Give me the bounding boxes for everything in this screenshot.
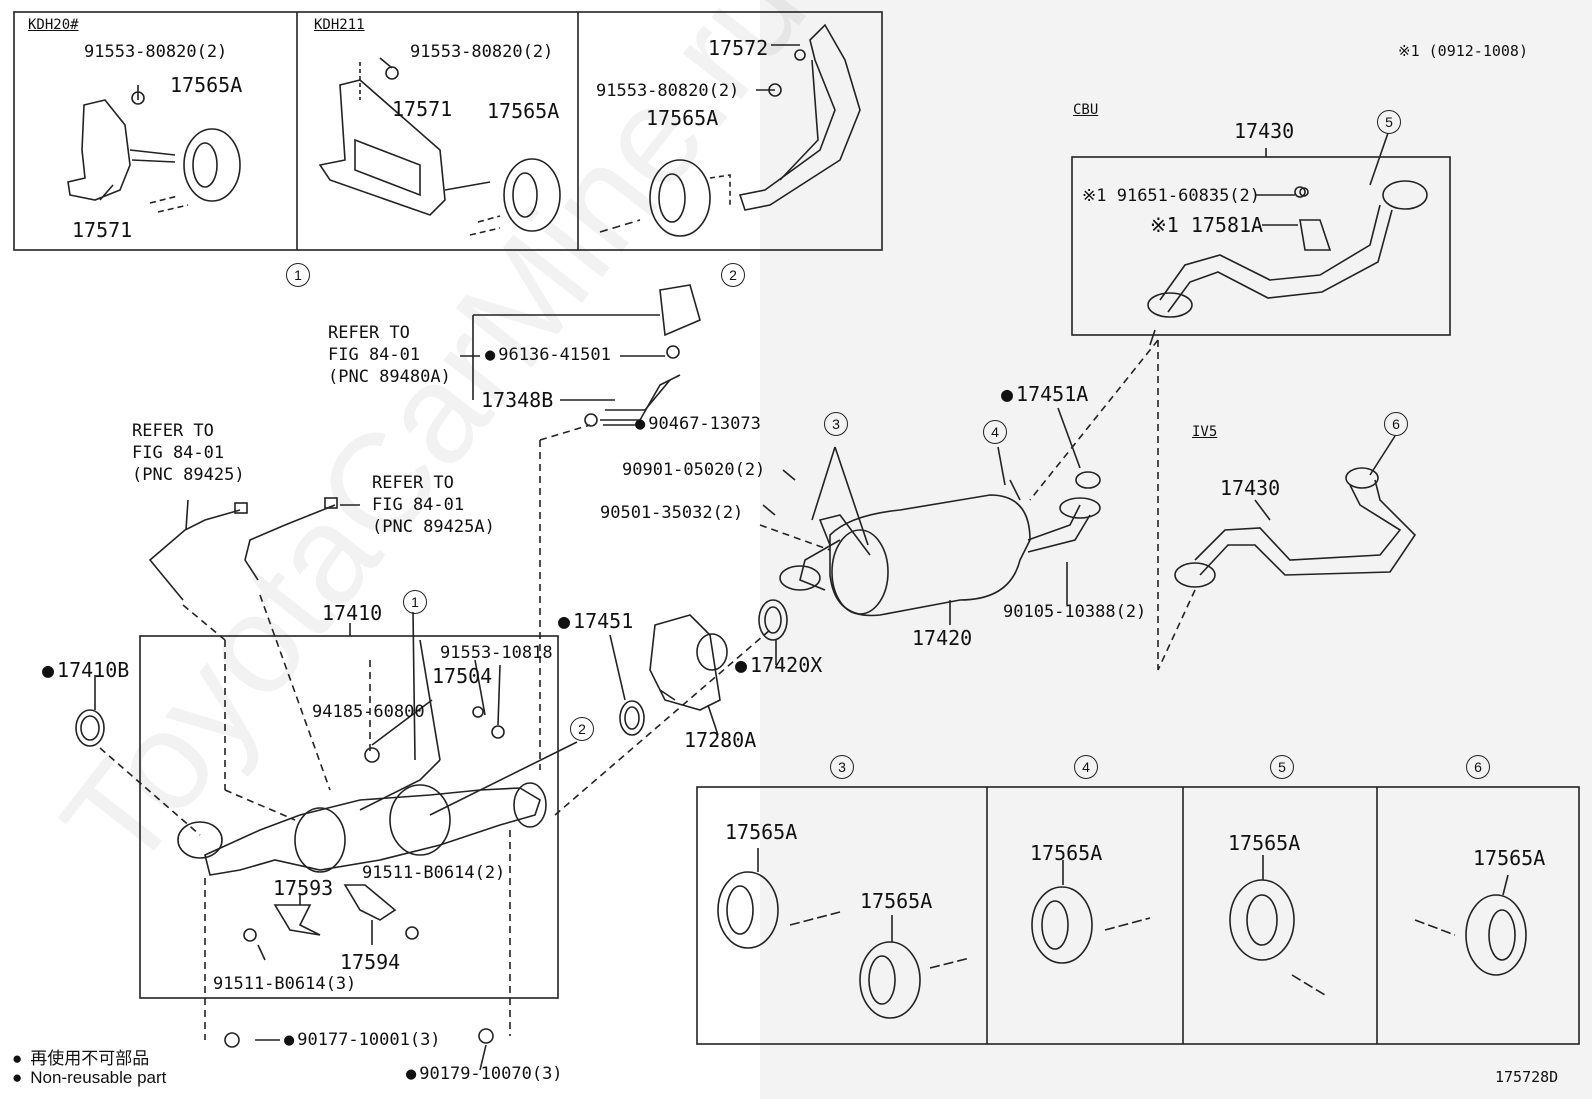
callout-circle-1-main: 1	[403, 590, 427, 614]
legend-en: ● Non-reusable part	[12, 1068, 166, 1088]
panel-circle-6: 6	[1466, 755, 1490, 779]
insulator-17594	[343, 884, 397, 921]
gasket-17410b-label: 17410B	[42, 660, 129, 680]
sensor-wire-2	[244, 504, 336, 581]
insulator-17593	[273, 904, 321, 936]
refer1-line2: FIG 84-01	[328, 345, 421, 365]
iv5-header: IV5	[1192, 424, 1218, 440]
gasket-17451-label: 17451	[558, 611, 633, 631]
cbu-header: CBU	[1073, 102, 1099, 118]
cbu-frame	[1071, 156, 1451, 336]
kdh20-header: KDH20#	[28, 17, 79, 33]
bolt-91553-label: 91553-10818	[440, 643, 553, 663]
callout-circle-2-main: 2	[570, 717, 594, 741]
inset2-bracket-label: 17572	[708, 36, 769, 60]
gasket-17451a	[1075, 471, 1101, 489]
panel3-hanger-b-label: 17565A	[860, 889, 933, 913]
converter-17410	[177, 639, 547, 876]
gasket-17420x	[758, 599, 788, 641]
cbu-pipe	[1147, 180, 1428, 346]
clamp-90467-label: 90467-13073	[635, 416, 761, 433]
valve-17280a-label: 17280A	[684, 728, 757, 752]
callout-circle-5-cbu: 5	[1377, 110, 1401, 134]
nut-94185-label: 94185-60800	[312, 702, 425, 722]
hose-17348b-label: 17348B	[481, 388, 554, 412]
kdh211-hanger-label: 17565A	[487, 99, 560, 123]
panel-circle-4: 4	[1074, 755, 1098, 779]
inset2-hanger-label: 17565A	[646, 106, 719, 130]
shaded-background	[760, 0, 1592, 1099]
drawing-id: 175728D	[1495, 1068, 1559, 1086]
callout-circle-3-main: 3	[824, 412, 848, 436]
bolt-91511b-label: 91511-B0614(3)	[213, 974, 357, 994]
nut-90177-label: 90177-10001(3)	[284, 1032, 440, 1049]
panel3-hanger-a-label: 17565A	[725, 820, 798, 844]
legend-bullet-jp: ●	[12, 1049, 23, 1068]
insulator-17594-label: 17594	[340, 950, 401, 974]
panel-circle-3: 3	[830, 755, 854, 779]
stay-17593-label: 17593	[273, 876, 334, 900]
kdh211-parts	[318, 62, 561, 236]
legend-en-text: Non-reusable part	[30, 1068, 167, 1087]
kdh211-header: KDH211	[314, 17, 365, 33]
panel-circle-5: 5	[1270, 755, 1294, 779]
callout-circle-6-iv5: 6	[1384, 412, 1408, 436]
converter-17410-label: 17410	[322, 601, 383, 625]
refer2-line3: (PNC 89425)	[132, 465, 245, 485]
hanger-panels-frame	[696, 786, 1580, 1045]
panel5-hanger-label: 17565A	[1228, 831, 1301, 855]
refer3-line2: FIG 84-01	[372, 495, 465, 515]
muffler-17420-label: 17420	[912, 626, 973, 650]
kdh20-bracket-label: 17571	[72, 218, 133, 242]
muffler-shape	[779, 479, 1101, 617]
bolt-91511a-label: 91511-B0614(2)	[362, 863, 506, 883]
callout-circle-1-top: 1	[286, 263, 310, 287]
iv5-pipe	[1174, 467, 1417, 588]
kdh20-hanger-label: 17565A	[170, 73, 243, 97]
hanger-rubbers	[717, 848, 1527, 1019]
spring-90501-label: 90501-35032(2)	[600, 503, 744, 523]
refer2-line1: REFER TO	[132, 421, 214, 441]
refer2-line2: FIG 84-01	[132, 443, 225, 463]
kdh20-parts	[67, 85, 241, 213]
panel4-hanger-label: 17565A	[1030, 841, 1103, 865]
refer1-line1: REFER TO	[328, 323, 410, 343]
bolt-90901-label: 90901-05020(2)	[622, 460, 766, 480]
inset2-parts	[599, 23, 861, 237]
refer1-line3: (PNC 89480A)	[328, 367, 451, 387]
legend-jp: ● 再使用不可部品	[12, 1044, 149, 1069]
part-17504-label: 17504	[432, 664, 493, 688]
converter-frame	[139, 635, 559, 999]
nut-90179-label: 90179-10070(3)	[406, 1066, 562, 1083]
legend-jp-text: 再使用不可部品	[30, 1049, 150, 1068]
inset-frame-1	[13, 11, 883, 251]
gasket-17420x-label: 17420X	[735, 655, 822, 675]
cbu-bolt-label: 91651-60835(2)	[1082, 188, 1260, 205]
gasket-17410b	[75, 709, 105, 747]
refer3-line1: REFER TO	[372, 473, 454, 493]
cbu-pipe-label: 17430	[1234, 119, 1295, 143]
clip-96136-label: 96136-41501	[485, 347, 611, 364]
sensor-wire-1	[148, 509, 241, 601]
kdh211-bolt-label: 91553-80820(2)	[410, 42, 554, 62]
refer3-line3: (PNC 89425A)	[372, 517, 495, 537]
valve-17280a	[649, 614, 728, 711]
cbu-clamp-label: 17581A	[1150, 215, 1263, 235]
kdh20-bolt-label: 91553-80820(2)	[84, 42, 228, 62]
panel6-hanger-label: 17565A	[1473, 846, 1546, 870]
callout-circle-4-main: 4	[983, 420, 1007, 444]
iv5-pipe-label: 17430	[1220, 476, 1281, 500]
header-note: (0912-1008)	[1398, 44, 1528, 59]
callout-circle-2-top: 2	[721, 263, 745, 287]
gasket-17451	[619, 700, 645, 736]
gasket-17451a-label: 17451A	[1001, 384, 1088, 404]
legend-bullet-en: ●	[12, 1068, 23, 1087]
kdh211-bracket-label: 17571	[392, 97, 453, 121]
bolt-90105-label: 90105-10388(2)	[1003, 602, 1147, 622]
inset2-bolt-label: 91553-80820(2)	[596, 81, 740, 101]
